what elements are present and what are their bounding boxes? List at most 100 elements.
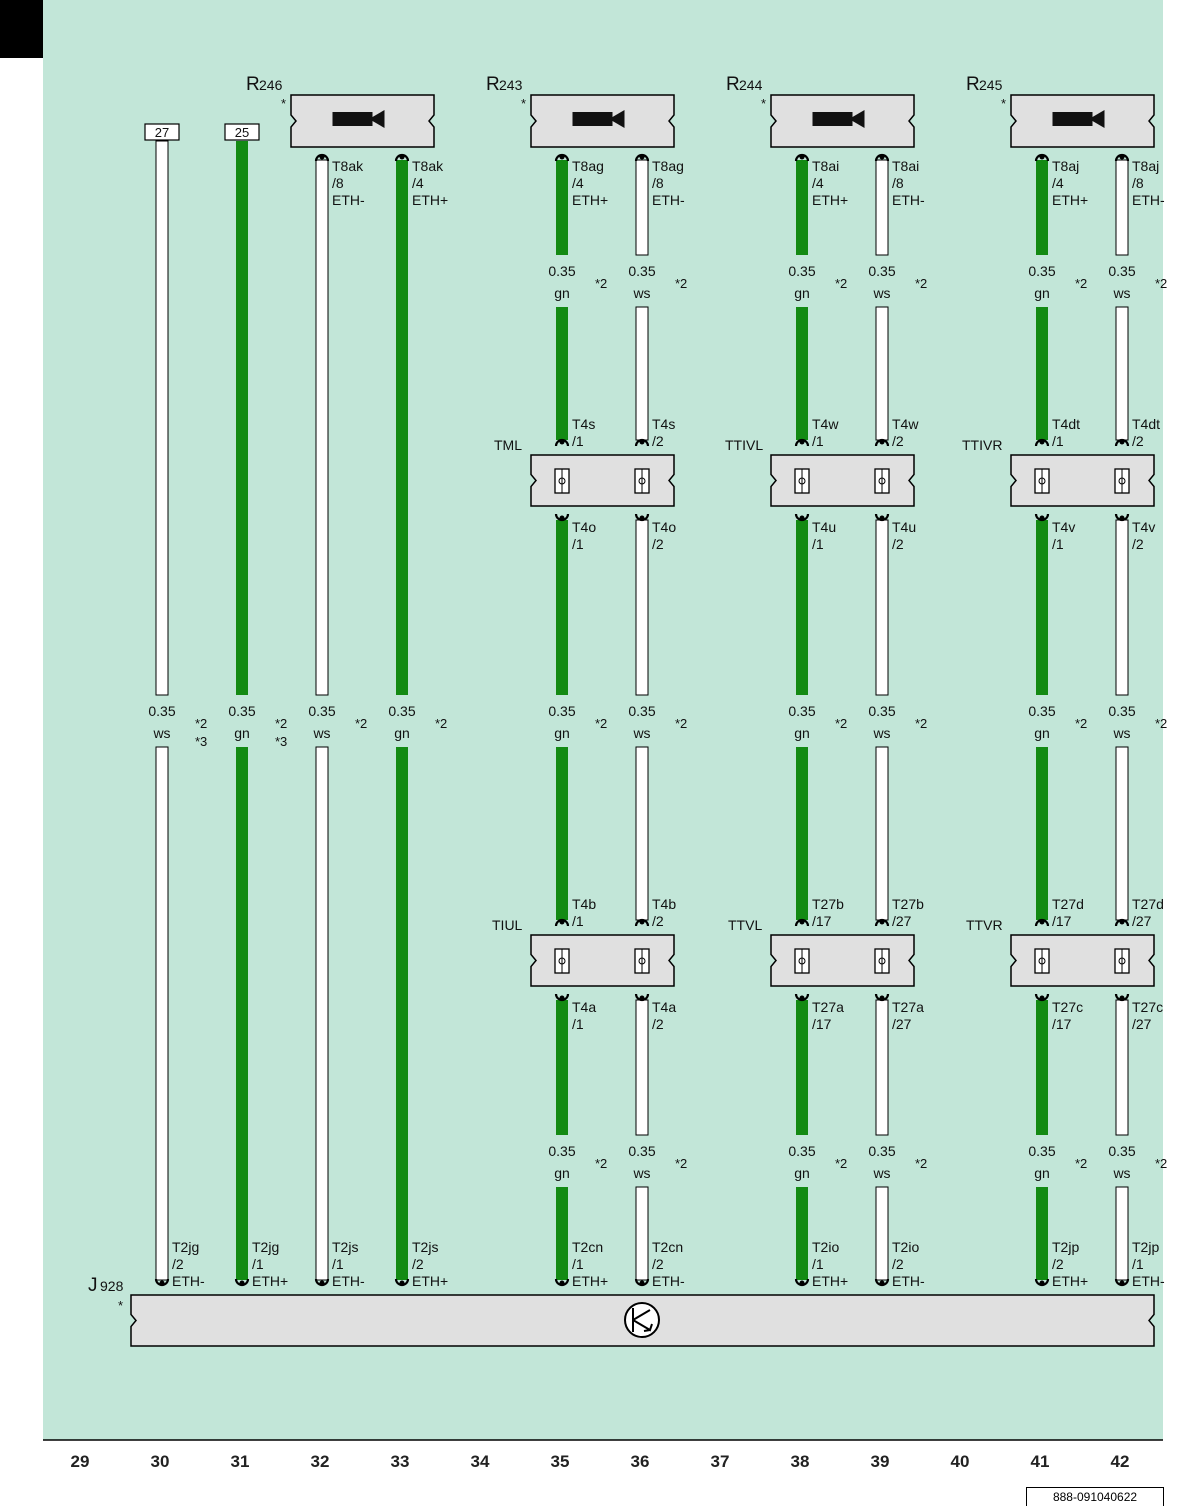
pin-label: T2cn: [572, 1239, 603, 1255]
pin-label: T8ak: [332, 158, 364, 174]
pin-dot-icon: [799, 1280, 805, 1286]
pin-label: ETH-: [332, 1273, 365, 1289]
wire-color-label: gn: [794, 285, 810, 301]
pin-label: T2jp: [1132, 1239, 1159, 1255]
pin-label: /27: [892, 913, 912, 929]
pin-label: T2jp: [1052, 1239, 1079, 1255]
column-number: 30: [150, 1452, 170, 1471]
wire-color-label: ws: [632, 1165, 650, 1181]
pin-label: T4b: [572, 896, 596, 912]
wire-segment-white: [875, 519, 889, 696]
pin-dot-icon: [1039, 154, 1045, 160]
component-star: *: [281, 96, 286, 111]
wire-size-label: 0.35: [628, 263, 655, 279]
pin-label: T2js: [412, 1239, 438, 1255]
wire-note-label: *2: [195, 716, 207, 731]
pin-dot-icon: [1039, 515, 1045, 521]
wire-size-label: 0.35: [148, 703, 175, 719]
pin-label: ETH+: [812, 192, 848, 208]
pin-label: T2io: [892, 1239, 919, 1255]
wire-segment-white: [635, 1186, 649, 1281]
pin-label: /1: [572, 913, 584, 929]
wire-color-label: gn: [554, 725, 570, 741]
pin-dot-icon: [879, 1280, 885, 1286]
pin-dot-icon: [879, 154, 885, 160]
column-number: 39: [870, 1452, 890, 1471]
component-star: *: [118, 1298, 123, 1313]
wire-note-label: *2: [355, 716, 367, 731]
pin-label: /1: [572, 1256, 584, 1272]
wire-segment-green: [1036, 747, 1048, 920]
wire-note-label: *2: [1155, 276, 1167, 291]
wire-color-label: gn: [1034, 285, 1050, 301]
pin-label: /2: [652, 913, 664, 929]
pin-label: T4s: [652, 416, 675, 432]
pin-label: ETH+: [412, 1273, 448, 1289]
wire-size-label: 0.35: [548, 703, 575, 719]
pin-dot-icon: [1039, 1280, 1045, 1286]
component-star: *: [761, 96, 766, 111]
pin-dot-icon: [559, 154, 565, 160]
wire-size-label: 0.35: [1028, 703, 1055, 719]
wire-segment-white: [1115, 306, 1129, 441]
pin-label: T4w: [892, 416, 919, 432]
pin-label: ETH-: [652, 192, 685, 208]
wire-segment-green: [556, 747, 568, 920]
pin-dot-icon: [639, 995, 645, 1001]
column-number: 36: [630, 1452, 650, 1471]
wire-segment-green: [796, 307, 808, 440]
wire-size-label: 0.35: [868, 1143, 895, 1159]
wire-size-label: 0.35: [1028, 263, 1055, 279]
pin-label: /1: [1052, 433, 1064, 449]
wire-size-label: 0.35: [388, 703, 415, 719]
connector-housing-ttivl: [770, 454, 915, 507]
pin-label: ETH-: [172, 1273, 205, 1289]
pin-label: /2: [652, 1256, 664, 1272]
pin-label: T27c: [1052, 999, 1083, 1015]
wire-segment-white: [875, 159, 889, 256]
column-number: 32: [310, 1452, 330, 1471]
pin-label: /27: [892, 1016, 912, 1032]
document-reference: 888-091040622: [1026, 1487, 1164, 1506]
wire-size-label: 0.35: [1108, 263, 1135, 279]
pin-label: /2: [892, 433, 904, 449]
pin-dot-icon: [559, 995, 565, 1001]
pin-label: T8aj: [1132, 158, 1159, 174]
pin-dot-icon: [639, 919, 645, 925]
pin-dot-icon: [639, 1280, 645, 1286]
reference-number: 27: [155, 125, 169, 140]
pin-dot-icon: [159, 1280, 165, 1286]
wire-segment-white: [315, 159, 329, 696]
pin-label: T27d: [1052, 896, 1084, 912]
column-number: 41: [1030, 1452, 1050, 1471]
wire-size-label: 0.35: [788, 263, 815, 279]
wire-color-label: ws: [152, 725, 170, 741]
wire-segment-green: [796, 1187, 808, 1280]
connector-housing-ttvl: [770, 934, 915, 987]
component-label: R: [246, 74, 260, 95]
connector-housing-tml: [530, 454, 675, 507]
wire-segment-white: [635, 159, 649, 256]
pin-label: /17: [1052, 1016, 1072, 1032]
pin-label: T2js: [332, 1239, 358, 1255]
wire-segment-white: [155, 140, 169, 696]
pin-dot-icon: [1039, 995, 1045, 1001]
wire-segment-green: [796, 747, 808, 920]
wire-color-label: gn: [794, 725, 810, 741]
pin-label: /17: [1052, 913, 1072, 929]
pin-label: /2: [1132, 536, 1144, 552]
connector-housing-ttivr: [1010, 454, 1155, 507]
pin-label: ETH-: [1132, 192, 1165, 208]
wire-color-label: ws: [872, 285, 890, 301]
wire-segment-white: [875, 1186, 889, 1281]
pin-label: ETH+: [572, 192, 608, 208]
pin-label: /27: [1132, 1016, 1152, 1032]
wire-size-label: 0.35: [788, 703, 815, 719]
wire-size-label: 0.35: [1108, 703, 1135, 719]
transistor-icon: [632, 1308, 653, 1332]
pin-dot-icon: [559, 1280, 565, 1286]
connector-housing-ttvr: [1010, 934, 1155, 987]
wire-note-label: *2: [595, 276, 607, 291]
pin-label: /8: [1132, 175, 1144, 191]
component-label-subscript: 246: [259, 77, 283, 93]
